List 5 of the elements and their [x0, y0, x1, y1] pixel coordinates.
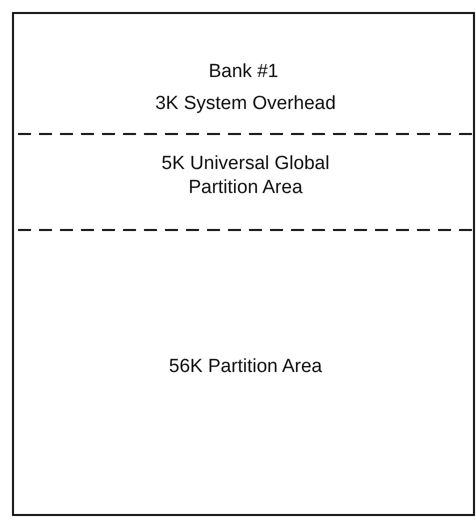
memory-region-label: 3K System Overhead [154, 92, 337, 116]
memory-region-label: 56K Partition Area [168, 355, 324, 379]
memory-region-label: 5K Universal Global Partition Area [160, 152, 330, 200]
bank-title: Bank #1 [208, 60, 280, 84]
memory-bank-box [12, 12, 475, 516]
